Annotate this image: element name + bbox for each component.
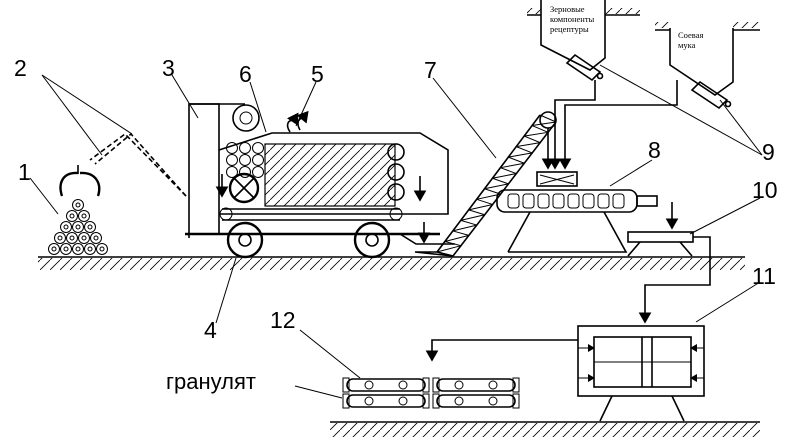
label-3: 3 bbox=[162, 55, 175, 81]
screw-segment bbox=[582, 193, 595, 209]
ground-upper bbox=[38, 256, 745, 270]
leader-lines bbox=[29, 64, 763, 399]
label-12: 12 bbox=[270, 307, 296, 333]
bale bbox=[84, 243, 96, 255]
packing-machine bbox=[425, 325, 705, 422]
roller bbox=[252, 142, 264, 154]
bale bbox=[72, 199, 84, 211]
screw-segment bbox=[612, 193, 625, 209]
packed-roll bbox=[346, 394, 426, 408]
bale bbox=[72, 243, 84, 255]
bale bbox=[84, 221, 96, 233]
packed-roll bbox=[436, 378, 516, 392]
roller bbox=[252, 166, 264, 178]
soy-hopper bbox=[655, 22, 760, 110]
bale-pile bbox=[48, 199, 108, 255]
packed-roll bbox=[346, 378, 426, 392]
label-7: 7 bbox=[424, 57, 437, 83]
screw-segment bbox=[537, 193, 550, 209]
bale bbox=[60, 243, 72, 255]
bale bbox=[54, 232, 66, 244]
label-5: 5 bbox=[311, 61, 324, 87]
bale bbox=[78, 210, 90, 222]
packer-feed-line bbox=[638, 236, 711, 324]
packed-rolls bbox=[342, 377, 520, 409]
roller bbox=[239, 166, 251, 178]
bale bbox=[60, 221, 72, 233]
grain-hopper-line3: рецептуры bbox=[550, 24, 589, 34]
roller bbox=[239, 154, 251, 166]
wheel-left bbox=[226, 221, 264, 259]
feed-lines bbox=[541, 80, 678, 170]
screw-segment bbox=[567, 193, 580, 209]
screw-segment bbox=[597, 193, 610, 209]
processing-machine bbox=[185, 103, 455, 245]
bale bbox=[72, 221, 84, 233]
inclined-conveyor bbox=[414, 111, 557, 257]
roller bbox=[252, 154, 264, 166]
label-9: 9 bbox=[762, 139, 775, 165]
roller bbox=[226, 166, 238, 178]
label-granulate: гранулят bbox=[166, 369, 256, 394]
roller bbox=[226, 154, 238, 166]
roller bbox=[226, 142, 238, 154]
cooling-table bbox=[627, 202, 694, 257]
ground-lower bbox=[330, 421, 760, 437]
grain-hopper-line1: Зерновые bbox=[550, 4, 585, 14]
grapple-loader bbox=[59, 132, 187, 197]
bale bbox=[66, 232, 78, 244]
label-8: 8 bbox=[648, 137, 661, 163]
bale bbox=[96, 243, 108, 255]
soy-hopper-line1: Соевая bbox=[678, 30, 703, 40]
label-10: 10 bbox=[752, 177, 778, 203]
screw-segment bbox=[522, 193, 535, 209]
screw-segment bbox=[552, 193, 565, 209]
roller bbox=[239, 142, 251, 154]
label-2: 2 bbox=[14, 55, 27, 81]
label-6: 6 bbox=[239, 61, 252, 87]
packed-roll bbox=[436, 394, 516, 408]
label-4: 4 bbox=[204, 317, 217, 343]
label-11: 11 bbox=[752, 263, 776, 289]
bale bbox=[78, 232, 90, 244]
extruder bbox=[496, 171, 658, 253]
label-1: 1 bbox=[18, 159, 31, 185]
bale bbox=[90, 232, 102, 244]
wheel-right bbox=[353, 221, 391, 259]
grain-hopper bbox=[527, 0, 640, 82]
soy-hopper-line2: мука bbox=[678, 40, 696, 50]
screw-segment bbox=[507, 193, 520, 209]
bale bbox=[66, 210, 78, 222]
bale bbox=[48, 243, 60, 255]
grain-hopper-line2: компоненты bbox=[550, 14, 595, 24]
